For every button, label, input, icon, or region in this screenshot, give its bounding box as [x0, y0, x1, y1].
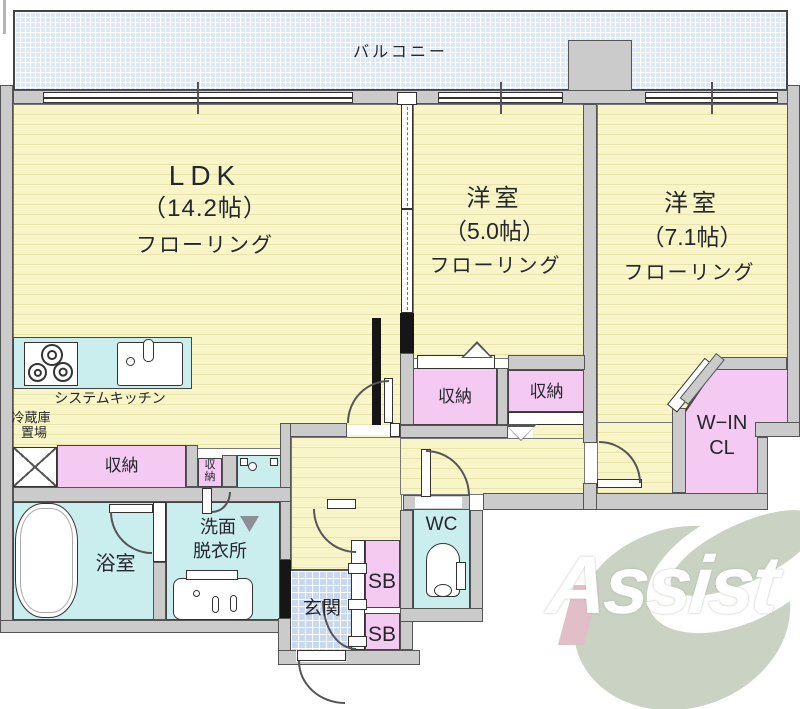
shoebox-top-label: SB: [367, 570, 396, 593]
wall-room-divider: [583, 104, 597, 443]
logo-text: Assist: [544, 540, 781, 631]
assist-logo: Assist: [540, 473, 800, 709]
storage-main-label: 収納: [104, 456, 139, 475]
faucet-icon: [143, 339, 154, 362]
wall-wc-right: [470, 510, 483, 622]
balcony-divider-line: [3, 0, 6, 34]
closet-western7-door: [508, 412, 585, 425]
washing-machine-drain-icon: [248, 462, 257, 471]
washing-machine-corner: [270, 458, 278, 466]
wall-bottom-left: [0, 620, 291, 633]
wall-bearing-partition: [400, 313, 414, 353]
western7-size: （7.1帖）: [641, 224, 743, 250]
ldk-size: （14.2帖）: [142, 195, 268, 222]
room-ldk: [13, 104, 402, 449]
ldk-name: LDK: [168, 160, 242, 191]
window-mullion-tick: [197, 82, 199, 114]
western5-name: 洋室: [466, 185, 523, 212]
refrigerator-space-icon: [13, 447, 57, 487]
storage-small-label-top: 収: [204, 459, 216, 471]
door-jamb: [390, 423, 400, 437]
window-mullion-tick: [711, 82, 713, 114]
closet-western5-door: [417, 355, 495, 369]
washing-machine-corner: [240, 458, 248, 466]
balcony: [13, 10, 788, 91]
shoebox-top: [365, 540, 400, 608]
bathroom-label: 浴室: [95, 553, 136, 575]
walkin-closet-label-2: CL: [709, 437, 735, 459]
hallway-sliver: [533, 425, 583, 438]
washroom-label-2: 脱衣所: [193, 541, 247, 561]
toilet-tank-icon: [456, 562, 466, 590]
wall-washroom-top: [13, 487, 291, 502]
shoebox-bottom-label: SB: [367, 623, 396, 646]
kitchen-label: システムキッチン: [54, 390, 166, 406]
wc-door-opening: [415, 497, 462, 508]
closet5-label: 収納: [438, 387, 472, 406]
closet7-label: 収納: [529, 382, 564, 401]
bath-door-jamb: [153, 502, 166, 562]
closet-western5: [413, 368, 497, 425]
wall-closet7-top: [508, 355, 585, 370]
western5-floor-type: フローリング: [429, 255, 562, 277]
burner-icon: [41, 344, 63, 366]
ldk-floor-type: フローリング: [136, 234, 274, 257]
shoebox-jamb: [348, 563, 367, 574]
wall-closet5-bottom: [400, 425, 508, 438]
wall-wc-left: [400, 510, 413, 650]
sliding-partition-panel: [401, 209, 413, 313]
washbasin-drain-icon: [193, 590, 200, 597]
toilet-base-icon: [434, 584, 452, 597]
wall-bottom-right: [483, 493, 768, 510]
wall-bath-divider: [153, 562, 166, 620]
entrance-door-arc: [298, 661, 345, 704]
wall-nook-left: [186, 445, 198, 487]
bathtub-icon: [15, 503, 78, 618]
storage-small-label-bottom: 納: [204, 471, 216, 483]
entrance-door-leaf: [297, 650, 346, 661]
wall-wc-bottom: [400, 608, 483, 622]
washroom-door-leaf: [202, 488, 212, 514]
fridge-label-2: 置場: [20, 425, 47, 440]
walkin-closet-label-1: W−IN: [696, 412, 748, 434]
closet-western7: [508, 370, 585, 412]
wall-hall-left-low: [278, 618, 291, 652]
wall-closet-mid: [497, 368, 508, 425]
entrance-inner-door-leaf: [327, 499, 356, 509]
wall-room-divider-low: [583, 483, 597, 510]
entrance-label: 玄関: [302, 598, 341, 619]
fridge-label-1: 冷蔵庫: [11, 410, 51, 425]
washbasin-top: [186, 570, 238, 580]
ldk-hall-opening: [347, 425, 390, 435]
stove-icon: [24, 342, 78, 386]
sink-drain-icon: [126, 357, 135, 366]
western7-door-opening: [585, 447, 597, 483]
washbasin-faucet-icon: [230, 595, 237, 612]
wall-left: [0, 85, 13, 633]
burner-icon: [28, 363, 47, 382]
western5-size: （5.0帖）: [444, 218, 545, 244]
wall-bearing-ldk: [372, 318, 381, 425]
window-mullion-tick: [500, 82, 502, 114]
wall-right: [787, 85, 800, 424]
wc-label: WC: [425, 514, 458, 535]
burner-icon: [53, 362, 73, 382]
sliding-partition-panel: [401, 104, 413, 209]
shoebox-bottom: [365, 613, 400, 650]
wall-wicl-top: [716, 357, 787, 370]
washbasin-faucet-icon: [212, 596, 219, 613]
western7-name: 洋室: [664, 190, 720, 217]
entrance-step-line: [291, 569, 352, 571]
balcony-label: バルコニー: [353, 44, 448, 61]
washroom-label-1: 洗面: [200, 517, 236, 537]
wall-hall-left-bearing: [280, 560, 291, 618]
storage-small: [198, 458, 222, 487]
wall-nook-right: [222, 455, 237, 487]
western7-floor-type: フローリング: [623, 262, 756, 284]
room-western5: [413, 104, 585, 359]
wall-closet5-left: [400, 353, 414, 425]
